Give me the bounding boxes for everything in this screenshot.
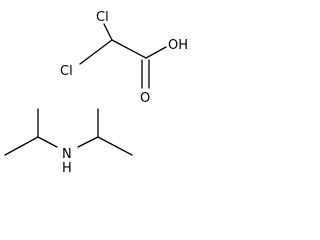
atom-n: N <box>62 147 72 162</box>
bond-cl-top-c <box>103 23 113 41</box>
bond-n-ch-right <box>77 136 99 148</box>
bond-cl-left-c <box>79 39 113 65</box>
chemical-structures: Cl Cl OH O N H <box>4 10 188 176</box>
atom-oh: OH <box>168 38 188 53</box>
structure-canvas: Cl Cl OH O N H <box>4 10 189 176</box>
bond-ch-n-left <box>37 136 58 148</box>
bond-ch-me4 <box>97 136 133 156</box>
atom-h: H <box>62 161 72 176</box>
dichloroacetic-acid <box>79 23 167 89</box>
bond-me1-ch <box>4 136 39 156</box>
diisopropylamine <box>4 108 133 156</box>
bond-c-c <box>111 39 147 59</box>
bond-c-oh <box>145 46 167 59</box>
atom-cl-top: Cl <box>96 10 109 25</box>
atom-cl-left: Cl <box>60 64 73 79</box>
atom-o: O <box>140 91 150 106</box>
